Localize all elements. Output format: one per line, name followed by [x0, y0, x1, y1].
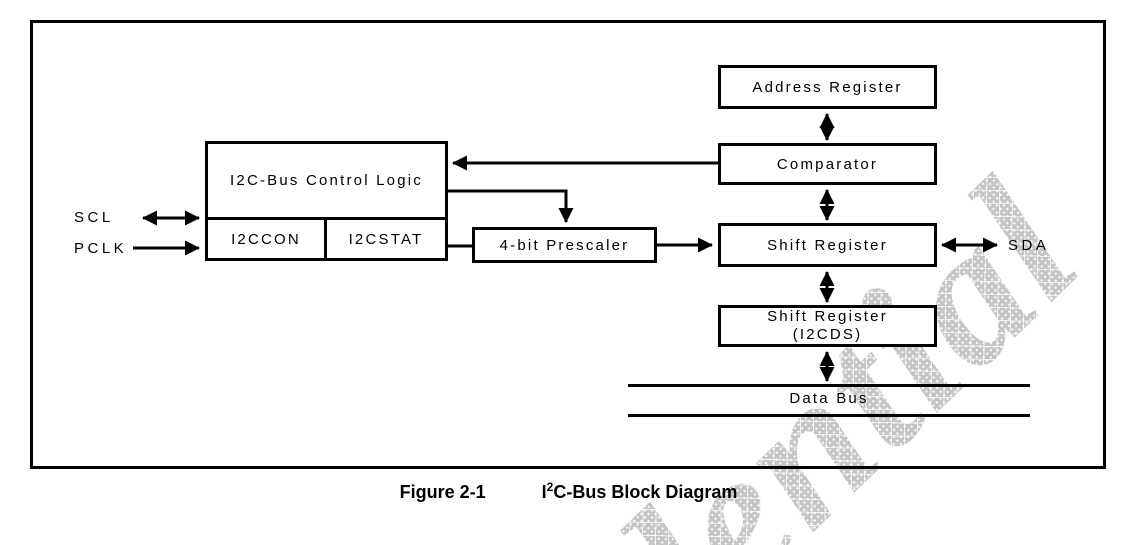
- block-4bit-prescaler: 4-bit Prescaler: [472, 227, 657, 263]
- block-shift-register-i2cds-line1: Shift Register: [767, 308, 888, 325]
- figure-frame: [30, 20, 1106, 469]
- data-bus-label: Data Bus: [789, 390, 869, 407]
- control-logic-divider-vertical: [324, 219, 327, 261]
- figure-caption: Figure 2-1 I2C-Bus Block Diagram: [0, 480, 1137, 503]
- block-i2cstat: I2CSTAT: [348, 230, 424, 248]
- block-i2ccon: I2CCON: [231, 230, 301, 248]
- block-shift-register-i2cds: Shift Register (I2CDS): [718, 305, 937, 347]
- sda-label: SDA: [1008, 237, 1050, 254]
- block-address-register: Address Register: [718, 65, 937, 109]
- block-i2c-bus-control-logic-label: I2C-Bus Control Logic: [230, 171, 423, 189]
- figure-caption-number: Figure 2-1: [399, 482, 486, 502]
- scl-label: SCL: [74, 209, 114, 226]
- pclk-label: PCLK: [74, 240, 128, 257]
- figure-caption-title: I2C-Bus Block Diagram: [541, 480, 738, 502]
- data-bus-line-top: [628, 384, 1030, 387]
- block-comparator: Comparator: [718, 143, 937, 185]
- data-bus-line-bottom: [628, 414, 1030, 417]
- block-shift-register: Shift Register: [718, 223, 937, 267]
- block-shift-register-i2cds-line2: (I2CDS): [792, 326, 863, 343]
- control-logic-divider-horizontal: [205, 217, 448, 220]
